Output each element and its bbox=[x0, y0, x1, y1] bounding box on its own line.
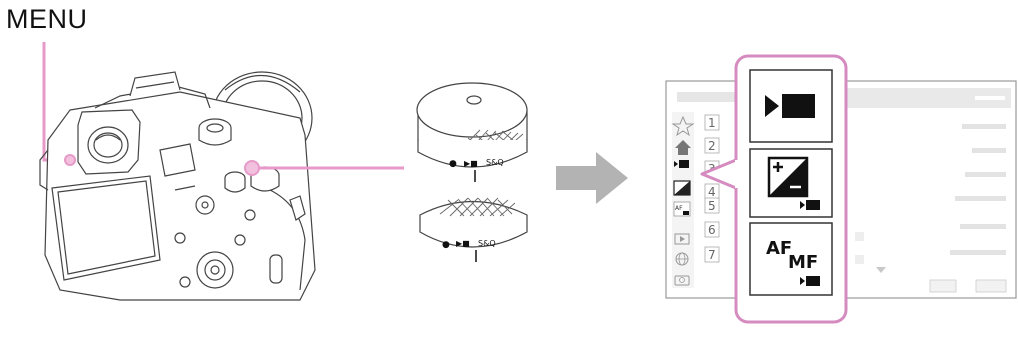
camera-illustration bbox=[39, 71, 316, 301]
af-mf-item[interactable]: AF MF bbox=[749, 222, 833, 296]
camera-icon bbox=[674, 275, 690, 286]
menu-row-number-4: 4 bbox=[708, 185, 716, 199]
mode-dial-lower: ● ▶■ S&Q bbox=[419, 197, 528, 262]
dial-callout-line bbox=[244, 160, 404, 176]
menu-row-number-6: 6 bbox=[708, 223, 716, 237]
dial-mark-movie-lower: ▶■ bbox=[456, 239, 470, 248]
menu-row-number-5: 5 bbox=[708, 199, 716, 213]
menu-label: MENU bbox=[6, 4, 88, 34]
menu-row-number-1: 1 bbox=[708, 116, 716, 130]
exposure-tab-icon bbox=[673, 180, 691, 196]
right-arrow bbox=[556, 152, 628, 204]
movie-tab-icon bbox=[674, 160, 689, 168]
movie-badge-icon bbox=[800, 200, 820, 210]
menu-setting-bars bbox=[846, 88, 1011, 293]
menu-tab-column: AF bbox=[671, 112, 695, 288]
movie-mode-icon bbox=[765, 94, 815, 118]
movie-mode-item[interactable] bbox=[749, 69, 833, 143]
highlight-panel: AF MF bbox=[700, 54, 848, 324]
playback-tab-icon bbox=[674, 233, 690, 245]
exposure-compensation-icon bbox=[767, 156, 809, 198]
af-label: AF bbox=[766, 238, 792, 259]
dial-mark-sq-lower: S&Q bbox=[478, 239, 496, 248]
dial-mark-movie-upper: ▶■ bbox=[464, 159, 478, 168]
globe-icon bbox=[675, 252, 689, 266]
svg-text:AF: AF bbox=[675, 205, 683, 212]
movie-badge-icon bbox=[800, 276, 820, 286]
home-icon bbox=[675, 140, 691, 155]
mf-label: MF bbox=[788, 252, 818, 273]
dial-mark-photo-upper: ● bbox=[449, 159, 457, 169]
af-mf-icon: AF MF bbox=[766, 238, 818, 273]
dial-mark-sq-upper: S&Q bbox=[486, 158, 504, 167]
menu-row-number-2: 2 bbox=[708, 139, 716, 153]
dial-mark-photo-lower: ● bbox=[442, 240, 450, 250]
menu-row-numbers: 1 2 3 4 5 6 7 bbox=[704, 114, 720, 263]
star-icon bbox=[671, 115, 695, 137]
menu-row-number-7: 7 bbox=[708, 248, 716, 262]
exposure-compensation-item[interactable] bbox=[749, 148, 833, 218]
mode-dial-upper: ● ▶■ S&Q bbox=[416, 82, 528, 182]
af-mf-tab-icon: AF bbox=[673, 201, 691, 217]
